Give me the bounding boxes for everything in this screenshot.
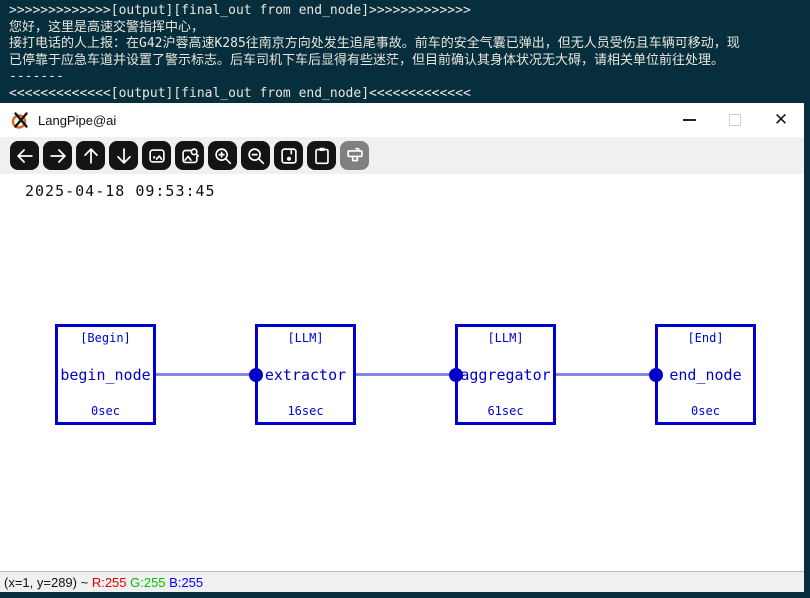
rgb-red-value: R:255 <box>91 574 127 590</box>
save-button[interactable] <box>274 141 303 170</box>
node-name-label: extractor <box>264 365 347 384</box>
clipboard-icon <box>314 147 329 164</box>
terminal-line: 您好，这里是高速交警指挥中心， <box>9 19 205 35</box>
paint-button[interactable] <box>340 141 369 170</box>
clipboard-button[interactable] <box>307 141 336 170</box>
save-icon <box>280 147 297 164</box>
graph-node-extractor[interactable]: [LLM] extractor 16sec <box>255 324 356 425</box>
back-button[interactable] <box>10 141 39 170</box>
toolbar <box>0 137 804 174</box>
down-button[interactable] <box>109 141 138 170</box>
arrow-right-icon <box>49 148 66 163</box>
cursor-position-label: (x=1, y=289) ~ <box>4 574 92 590</box>
minimize-icon <box>682 119 696 121</box>
rgb-green-value: G:255 <box>126 574 166 590</box>
arrow-left-icon <box>16 148 33 163</box>
node-duration-label: 0sec <box>91 404 120 418</box>
edge-begin-to-extractor <box>156 373 256 376</box>
image-button[interactable] <box>142 141 171 170</box>
maximize-icon <box>729 114 741 126</box>
zoom-in-icon <box>214 147 231 164</box>
node-type-label: [LLM] <box>287 331 324 345</box>
node-name-label: end_node <box>669 365 742 384</box>
up-button[interactable] <box>76 141 105 170</box>
zoom-in-button[interactable] <box>208 141 237 170</box>
edge-extractor-to-aggregator <box>356 373 456 376</box>
window-title: LangPipe@ai <box>38 112 117 128</box>
terminal-line: <<<<<<<<<<<<<[output][final_out from end… <box>9 85 471 101</box>
graph-node-end[interactable]: [End] end_node 0sec <box>655 324 756 425</box>
title-bar[interactable]: LangPipe@ai ✕ <box>0 103 804 137</box>
edge-arrow-dot <box>449 368 463 382</box>
close-button[interactable]: ✕ <box>758 103 804 137</box>
pipeline-canvas[interactable]: 2025-04-18 09:53:45 [Begin] begin_node 0… <box>0 174 804 571</box>
terminal-line: 接打电话的人上报：在G42沪蓉高速K285往南京方向处发生追尾事故。前车的安全气… <box>9 36 740 51</box>
zoom-out-icon <box>247 147 264 164</box>
image-search-button[interactable] <box>175 141 204 170</box>
status-bar: (x=1, y=289) ~ R:255 G:255 B:255 <box>0 571 804 592</box>
zoom-out-button[interactable] <box>241 141 270 170</box>
maximize-button[interactable] <box>712 103 758 137</box>
timestamp-label: 2025-04-18 09:53:45 <box>25 182 216 200</box>
node-duration-label: 61sec <box>487 404 524 418</box>
terminal-output: >>>>>>>>>>>>>[output][final_out from end… <box>0 0 810 103</box>
node-name-label: begin_node <box>60 365 151 384</box>
node-name-label: aggregator <box>460 365 551 384</box>
terminal-line: ------- <box>9 69 64 84</box>
minimize-button[interactable] <box>666 103 712 137</box>
node-duration-label: 16sec <box>287 404 324 418</box>
edge-arrow-dot <box>649 368 663 382</box>
app-logo-x-icon <box>11 112 28 129</box>
arrow-up-icon <box>83 147 98 164</box>
arrow-down-icon <box>116 147 131 164</box>
image-icon <box>148 148 165 163</box>
paint-brush-icon <box>346 147 363 161</box>
graph-node-aggregator[interactable]: [LLM] aggregator 61sec <box>455 324 556 425</box>
forward-button[interactable] <box>43 141 72 170</box>
node-type-label: [Begin] <box>80 331 131 345</box>
terminal-line: >>>>>>>>>>>>>[output][final_out from end… <box>9 3 471 18</box>
terminal-line: 已停靠于应急车道并设置了警示标志。后车司机下车后显得有些迷茫，但目前确认其身体状… <box>9 52 725 68</box>
close-icon: ✕ <box>773 109 789 130</box>
app-window: LangPipe@ai ✕ <box>0 103 804 592</box>
edge-aggregator-to-end <box>556 373 656 376</box>
image-search-icon <box>181 147 199 163</box>
node-duration-label: 0sec <box>691 404 720 418</box>
edge-arrow-dot <box>249 368 263 382</box>
graph-node-begin[interactable]: [Begin] begin_node 0sec <box>55 324 156 425</box>
rgb-blue-value: B:255 <box>165 574 204 590</box>
node-type-label: [End] <box>687 331 724 345</box>
node-type-label: [LLM] <box>487 331 524 345</box>
